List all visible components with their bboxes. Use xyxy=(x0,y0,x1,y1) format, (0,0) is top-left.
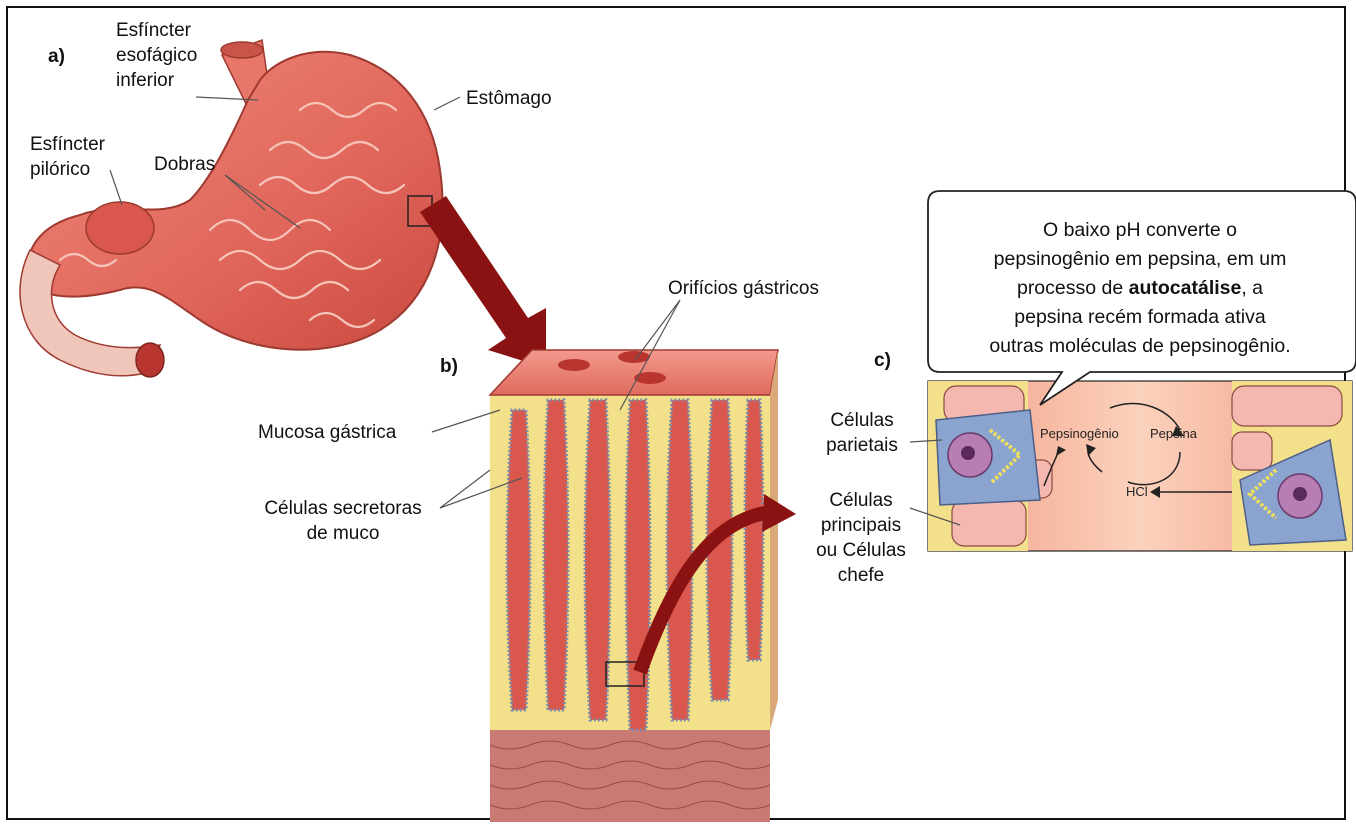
label-esfincter-esofagico: Esfíncter esofágico inferior xyxy=(116,18,197,93)
label-estomago: Estômago xyxy=(466,86,552,111)
panel-label-a: a) xyxy=(48,46,65,68)
bubble-bold-term: autocatálise xyxy=(1129,277,1242,299)
panel-label-b: b) xyxy=(440,356,458,378)
label-celulas-principais: Células principais ou Células chefe xyxy=(808,488,914,588)
label-esfincter-pilorico: Esfíncter pilórico xyxy=(30,132,105,182)
label-dobras: Dobras xyxy=(154,152,215,177)
label-mucosa-gastrica: Mucosa gástrica xyxy=(258,420,396,445)
stomach-illustration xyxy=(20,40,443,377)
mucosa-block xyxy=(490,350,778,822)
zoom-arrow-a-to-b xyxy=(420,196,546,368)
gastric-gland-detail xyxy=(928,381,1352,551)
bubble-text: O baixo pH converte o pepsinogênio em pe… xyxy=(926,216,1354,361)
label-orificios-gastricos: Orifícios gástricos xyxy=(668,276,819,301)
panel-label-c: c) xyxy=(874,350,891,372)
label-celulas-secretoras: Células secretoras de muco xyxy=(248,496,438,546)
label-pepsinogenio: Pepsinogênio xyxy=(1040,426,1119,441)
label-pepsina: Pepsina xyxy=(1150,426,1197,441)
label-celulas-parietais: Células parietais xyxy=(812,408,912,458)
label-hcl: HCl xyxy=(1126,484,1148,499)
